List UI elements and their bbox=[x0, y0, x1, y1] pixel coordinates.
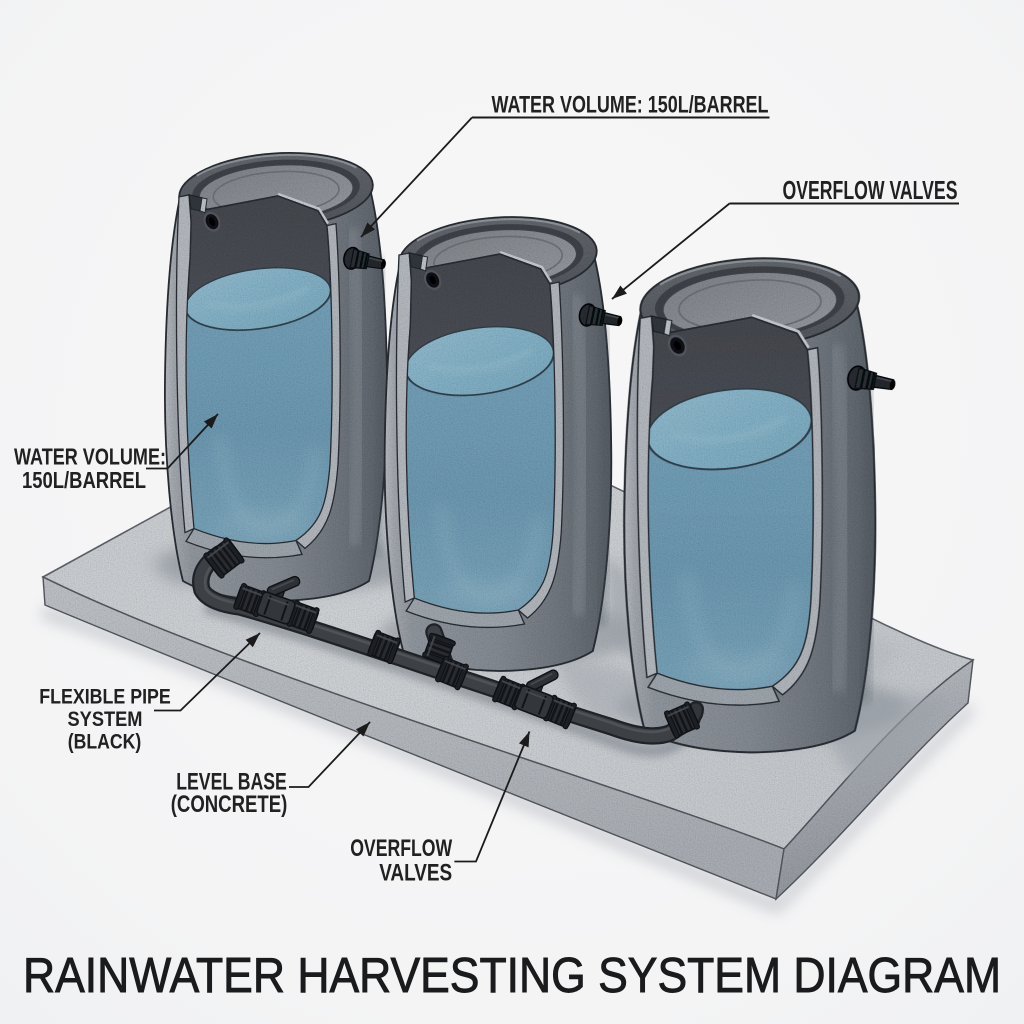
svg-text:SYSTEM: SYSTEM bbox=[68, 707, 143, 731]
svg-text:FLEXIBLE PIPE: FLEXIBLE PIPE bbox=[39, 685, 171, 709]
svg-text:WATER VOLUME: 150L/BARREL: WATER VOLUME: 150L/BARREL bbox=[492, 92, 769, 119]
svg-text:OVERFLOW: OVERFLOW bbox=[350, 835, 452, 862]
svg-text:LEVEL BASE: LEVEL BASE bbox=[176, 769, 287, 796]
svg-text:(BLACK): (BLACK) bbox=[68, 730, 142, 754]
svg-text:RAINWATER HARVESTING SYSTEM DI: RAINWATER HARVESTING SYSTEM DIAGRAM bbox=[23, 948, 1001, 1003]
svg-text:WATER VOLUME:: WATER VOLUME: bbox=[14, 444, 166, 470]
svg-text:VALVES: VALVES bbox=[379, 860, 452, 887]
svg-text:(CONCRETE): (CONCRETE) bbox=[171, 791, 288, 818]
svg-text:OVERFLOW VALVES: OVERFLOW VALVES bbox=[783, 175, 958, 205]
svg-text:150L/BARREL: 150L/BARREL bbox=[22, 467, 146, 493]
